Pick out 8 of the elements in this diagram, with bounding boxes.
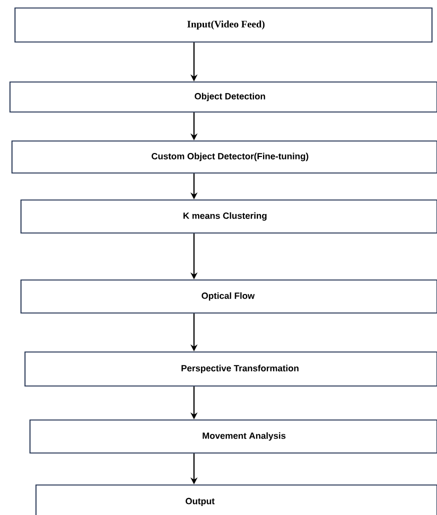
process-box: Input(Video Feed)	[14, 7, 433, 43]
process-box: Perspective Transformation	[24, 351, 437, 387]
process-box: Optical Flow	[20, 279, 437, 314]
process-box: Movement Analysis	[29, 419, 437, 454]
process-box: Custom Object Detector(Fine-tuning)	[11, 140, 437, 174]
process-box: Output	[35, 484, 437, 515]
process-box: Object Detection	[9, 81, 437, 113]
process-box: K means Clustering	[20, 199, 437, 234]
